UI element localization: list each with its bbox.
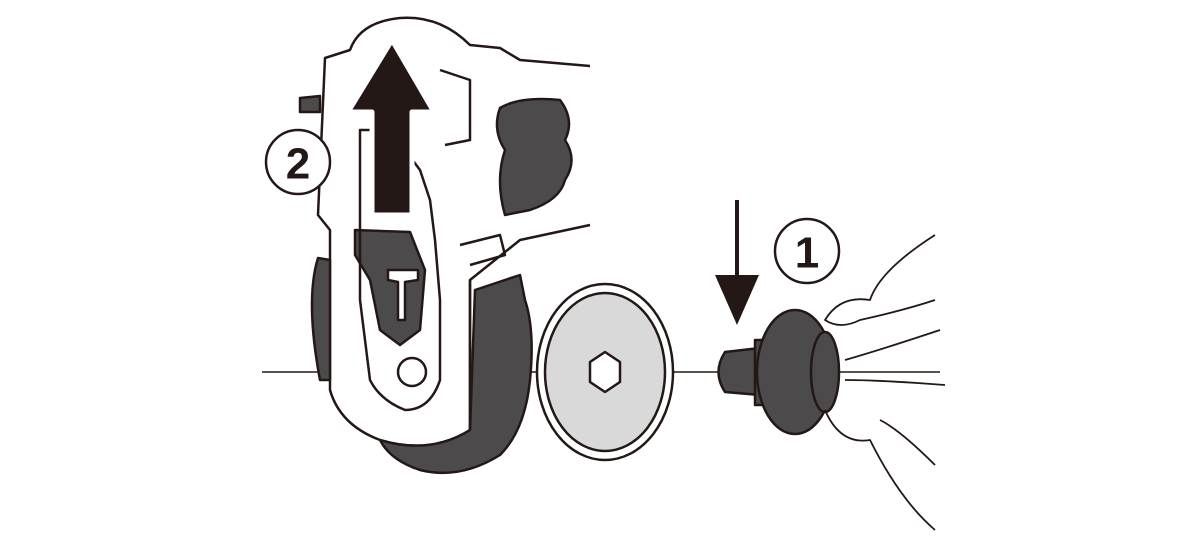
up-arrow-icon: [345, 37, 437, 218]
step-2-circle: [264, 128, 332, 196]
down-arrow-icon: [715, 200, 759, 325]
derailleur-housing: [298, 16, 591, 475]
bolt: [717, 308, 841, 436]
step-2-number: 2: [286, 140, 310, 189]
step-1-number: 1: [795, 229, 819, 278]
hand-fingers: [824, 234, 946, 531]
pulley-disc: [535, 282, 675, 462]
step-1-circle: [773, 217, 841, 285]
